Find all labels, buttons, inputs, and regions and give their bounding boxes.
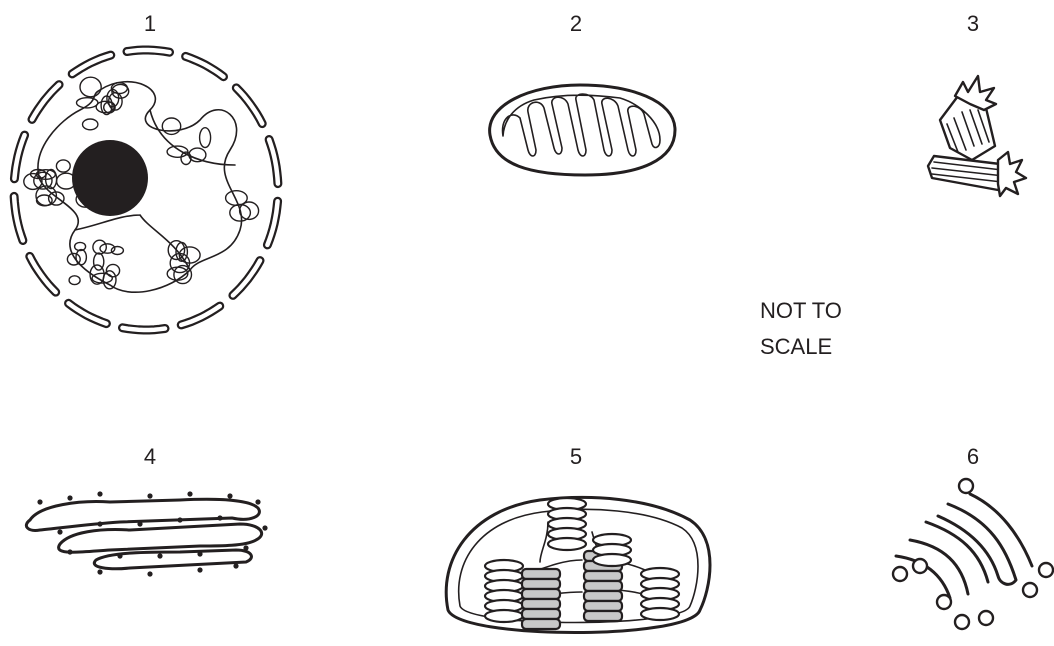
ribosome bbox=[255, 499, 260, 504]
ribosome bbox=[243, 545, 248, 550]
granum-disc-shaded bbox=[584, 571, 622, 581]
ribosome bbox=[117, 553, 122, 558]
ribosome bbox=[262, 525, 267, 530]
label-5: 5 bbox=[570, 444, 582, 469]
ribosome bbox=[97, 521, 102, 526]
golgi-cisterna-2 bbox=[938, 504, 1016, 584]
label-3: 3 bbox=[967, 11, 979, 36]
ribosome bbox=[57, 529, 62, 534]
granum-disc-shaded bbox=[584, 591, 622, 601]
rough-er-cisterna-3 bbox=[94, 550, 251, 569]
ribosome bbox=[37, 499, 42, 504]
nuclear-envelope-segment-core bbox=[127, 50, 170, 52]
label-6: 6 bbox=[967, 444, 979, 469]
golgi-vesicle bbox=[1039, 563, 1053, 577]
nuclear-envelope-segment-core bbox=[32, 85, 59, 120]
chromatin-loop bbox=[83, 119, 98, 130]
scale-note-line1: NOT TO bbox=[760, 298, 842, 323]
golgi-vesicle bbox=[913, 559, 927, 573]
chromatin-loop bbox=[56, 160, 70, 172]
nuclear-envelope-segment-core bbox=[69, 303, 107, 323]
nuclear-envelope-segment-core bbox=[30, 256, 56, 292]
golgi-vesicle bbox=[979, 611, 993, 625]
nuclear-envelope-segment-core bbox=[123, 328, 166, 330]
nuclear-envelope-segment-core bbox=[236, 88, 262, 124]
golgi-cisterna-1 bbox=[970, 494, 1032, 566]
scale-note-line2: SCALE bbox=[760, 334, 832, 359]
nucleolus bbox=[72, 140, 148, 216]
golgi-vesicle bbox=[1023, 583, 1037, 597]
granum-disc-shaded bbox=[584, 581, 622, 591]
centriole-horizontal-barrel bbox=[928, 156, 1008, 190]
ribosome bbox=[97, 569, 102, 574]
nucleus-drawing bbox=[14, 50, 278, 330]
ribosome bbox=[137, 521, 142, 526]
ribosome bbox=[197, 551, 202, 556]
centriole-drawing bbox=[928, 76, 1026, 196]
granum-disc bbox=[548, 538, 586, 550]
ribosome bbox=[177, 517, 182, 522]
granum-disc-shaded bbox=[522, 579, 560, 589]
granum-disc bbox=[593, 554, 631, 566]
granum-disc-shaded bbox=[584, 611, 622, 621]
granum-disc bbox=[485, 610, 523, 622]
nuclear-envelope-segment-core bbox=[186, 56, 224, 76]
ribosome bbox=[147, 571, 152, 576]
rough-er-drawing bbox=[26, 491, 267, 576]
golgi-vesicle bbox=[955, 615, 969, 629]
ribosome bbox=[227, 493, 232, 498]
chromatin-loop bbox=[80, 77, 101, 97]
chromatin-loop bbox=[167, 267, 188, 280]
rough-er-cisterna-2 bbox=[59, 524, 262, 552]
nuclear-envelope-segment-core bbox=[233, 261, 260, 296]
ribosome bbox=[233, 563, 238, 568]
mitochondrion-drawing bbox=[490, 85, 675, 175]
granum-disc bbox=[641, 608, 679, 620]
ribosome bbox=[67, 495, 72, 500]
granum-disc-shaded bbox=[522, 589, 560, 599]
chloroplast-drawing bbox=[446, 497, 710, 632]
label-1: 1 bbox=[144, 11, 156, 36]
golgi-vesicle bbox=[893, 567, 907, 581]
granum-disc-shaded bbox=[522, 569, 560, 579]
granum-disc-shaded bbox=[584, 601, 622, 611]
granum-disc-shaded bbox=[522, 609, 560, 619]
golgi-vesicle bbox=[937, 595, 951, 609]
golgi-drawing bbox=[893, 479, 1053, 629]
centriole-star-right bbox=[998, 152, 1026, 196]
golgi-vesicle bbox=[959, 479, 973, 493]
ribosome bbox=[97, 491, 102, 496]
granum-disc-shaded bbox=[522, 619, 560, 629]
granum-disc-shaded bbox=[522, 599, 560, 609]
ribosome bbox=[197, 567, 202, 572]
chromatin-loop bbox=[24, 174, 42, 190]
ribosome bbox=[217, 515, 222, 520]
mitochondrion-cristae bbox=[503, 94, 660, 156]
chromatin-loop bbox=[162, 118, 180, 134]
label-4: 4 bbox=[144, 444, 156, 469]
ribosome bbox=[67, 549, 72, 554]
chromatin-loop bbox=[200, 128, 211, 148]
ribosome bbox=[157, 553, 162, 558]
chromatin-loop bbox=[69, 276, 80, 285]
chromatin-loop bbox=[76, 250, 86, 265]
ribosome bbox=[147, 493, 152, 498]
label-2: 2 bbox=[570, 11, 582, 36]
ribosome bbox=[187, 491, 192, 496]
